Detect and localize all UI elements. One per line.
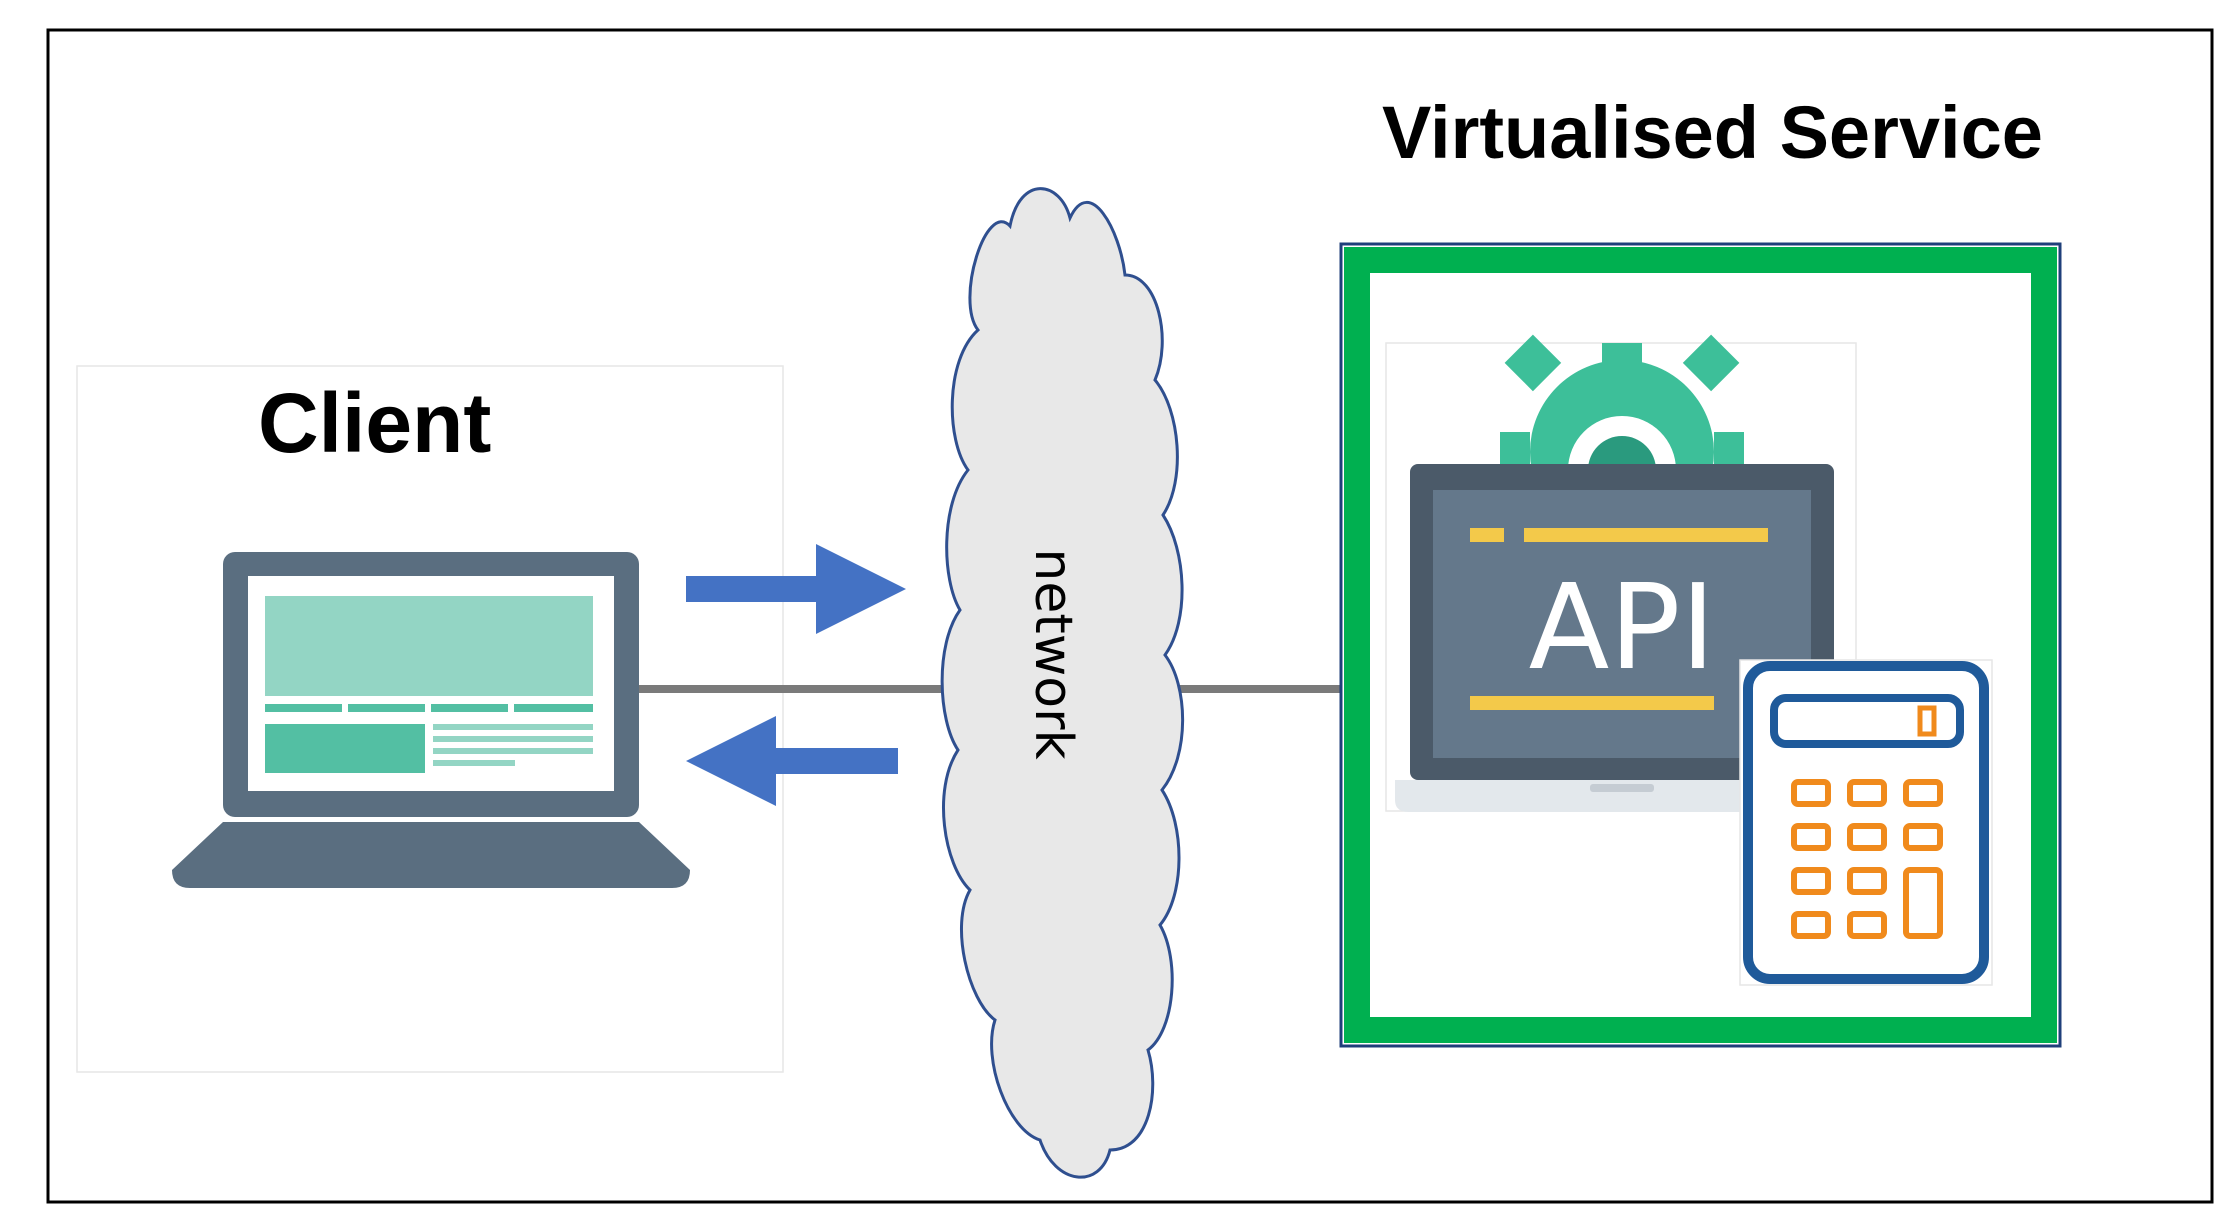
virtualised-service-green-border [1344, 247, 2057, 1043]
arrow-left-icon [686, 716, 898, 806]
laptop-icon [172, 552, 690, 888]
client-title: Client [258, 376, 491, 470]
cloud-icon [940, 187, 1185, 1179]
network-label: network [1023, 548, 1083, 759]
arrow-right-icon [686, 544, 906, 634]
calculator-icon [1739, 659, 1993, 986]
virtualised-service-title: Virtualised Service [1382, 91, 2043, 174]
api-label: API [1529, 558, 1716, 696]
